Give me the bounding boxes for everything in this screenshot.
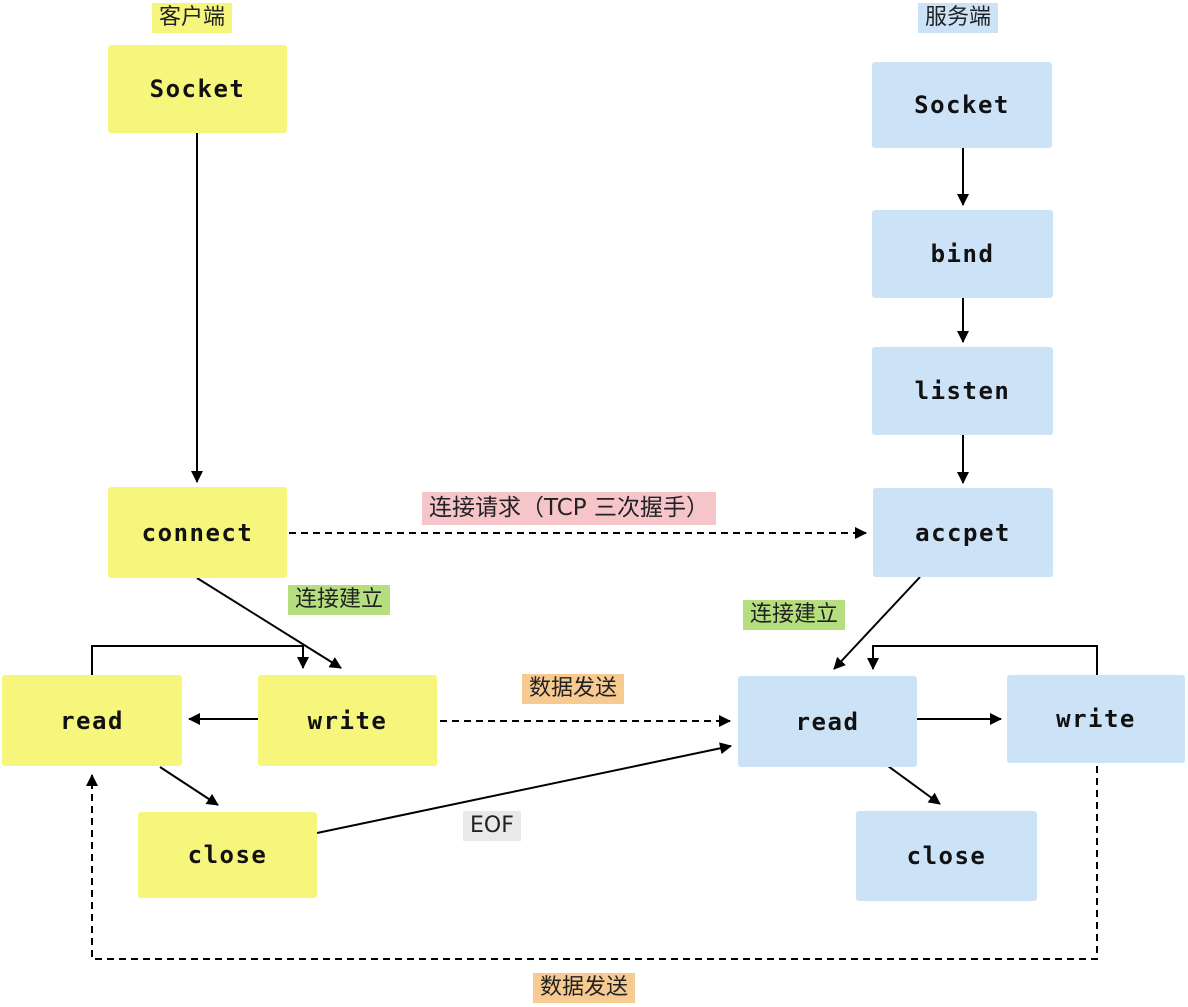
arrow-client-read-loop-to-write — [91, 645, 309, 675]
arrow-server-read-to-close — [887, 765, 941, 805]
client-connect-box: connect — [108, 487, 287, 578]
client-header-label: 客户端 — [152, 3, 233, 33]
data-send-bottom-label: 数据发送 — [533, 973, 636, 1003]
server-socket-box: Socket — [872, 62, 1052, 148]
server-write-box: write — [1007, 675, 1185, 763]
client-socket-box: Socket — [108, 45, 287, 133]
client-close-box: close — [138, 812, 317, 898]
arrow-client-read-to-close — [159, 766, 219, 806]
data-send-middle-label: 数据发送 — [522, 674, 625, 704]
server-listen-box: listen — [872, 347, 1053, 435]
server-read-box: read — [738, 676, 917, 767]
connection-request-label: 连接请求（TCP 三次握手） — [422, 492, 716, 525]
client-write-box: write — [258, 675, 437, 766]
arrow-server-write-loop-to-read — [867, 645, 1098, 675]
eof-label: EOF — [463, 811, 521, 841]
server-bind-box: bind — [872, 210, 1053, 298]
server-close-box: close — [856, 811, 1037, 901]
server-accept-box: accpet — [873, 488, 1053, 577]
connection-established-left-label: 连接建立 — [288, 585, 391, 615]
server-header-label: 服务端 — [918, 3, 999, 33]
client-read-box: read — [2, 675, 182, 766]
arrow-accept-to-server-read — [833, 576, 921, 670]
connection-established-right-label: 连接建立 — [743, 600, 846, 630]
